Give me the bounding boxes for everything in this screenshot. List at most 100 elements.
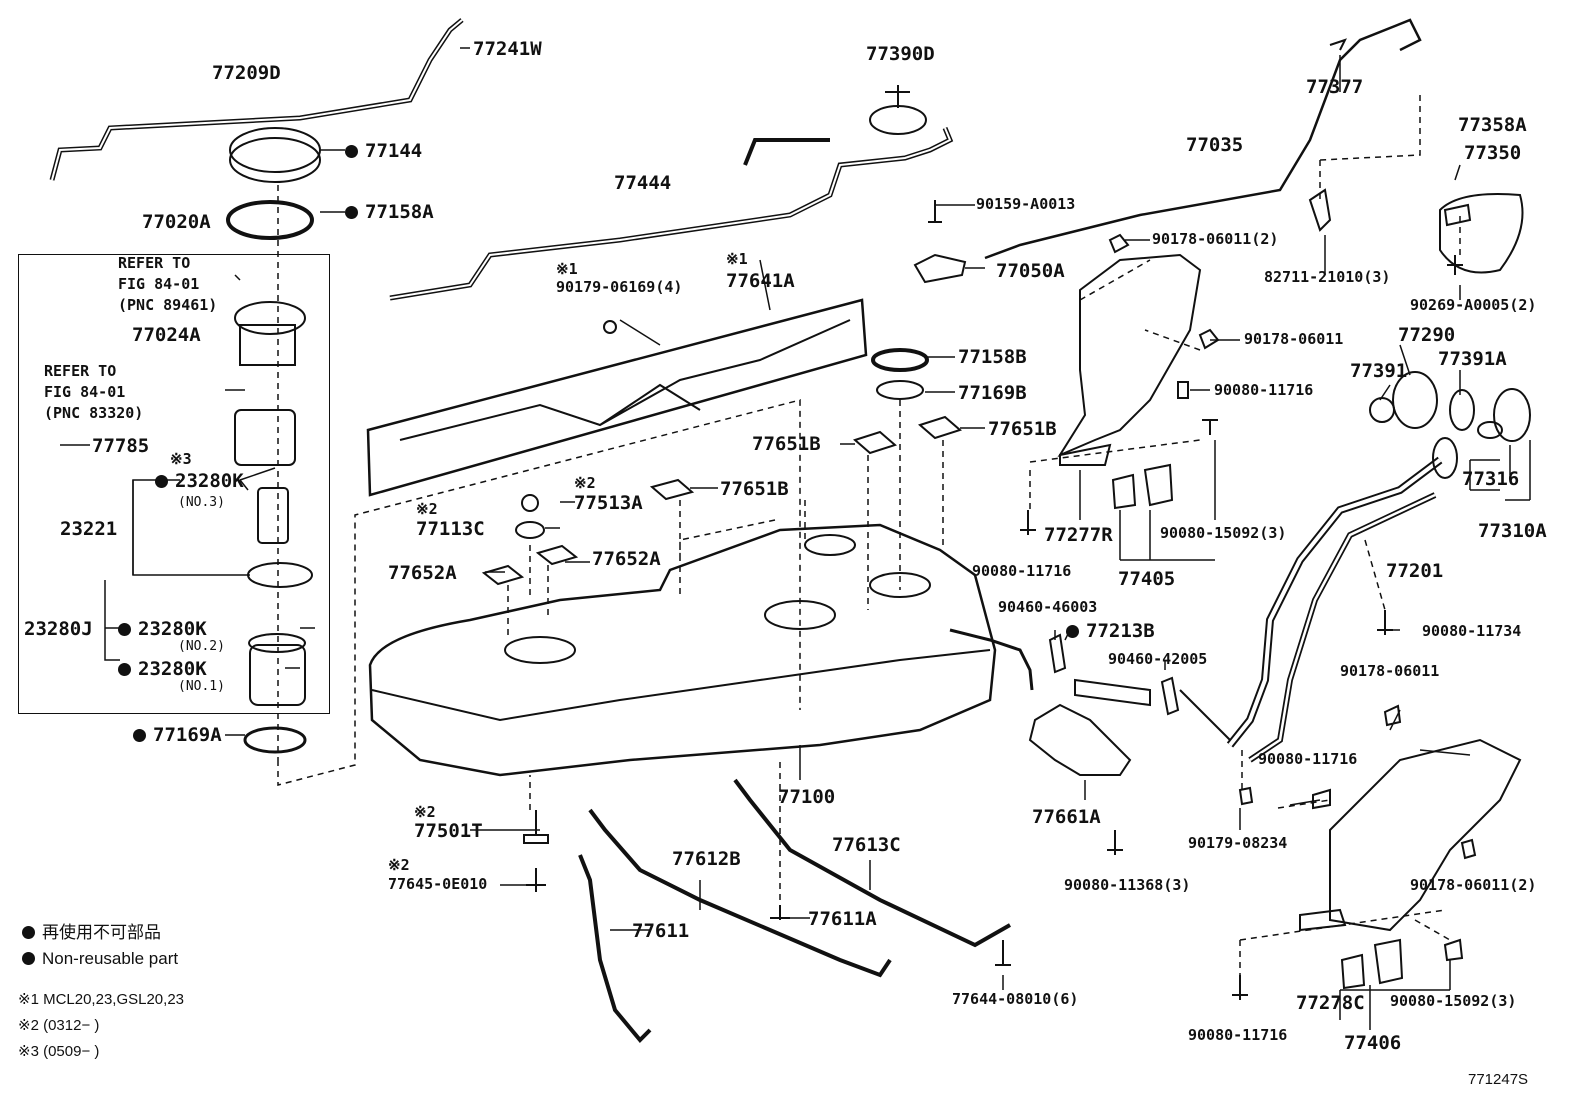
non-reusable-dot-icon <box>118 623 131 636</box>
label-77613C: 77613C <box>832 834 901 856</box>
non-reusable-dot-icon <box>1066 625 1079 638</box>
fuel-lid-icon <box>1439 193 1524 274</box>
legend-note2: ※2 (0312− ) <box>18 1017 100 1034</box>
label-82711: 82711-21010(3) <box>1264 268 1391 286</box>
note-no3: (NO.3) <box>178 495 225 510</box>
label-77310A: 77310A <box>1478 520 1547 542</box>
label-90080-11734: 90080-11734 <box>1422 622 1522 640</box>
refer2-line2: FIG 84-01 <box>44 383 126 401</box>
label-77390D: 77390D <box>866 43 935 65</box>
note-no1: (NO.1) <box>178 679 225 694</box>
fuel-tube-77444 <box>389 127 954 301</box>
label-77405: 77405 <box>1118 568 1176 590</box>
non-reusable-dot-icon <box>345 145 358 158</box>
opener-bracket-icon <box>913 253 967 284</box>
refer1-line1: REFER TO <box>118 254 191 272</box>
breather-hose-icon <box>949 628 1034 691</box>
non-reusable-dot-icon <box>118 663 131 676</box>
gasket-77169A-icon <box>243 726 307 754</box>
label-90179-08234: 90179-08234 <box>1188 834 1288 852</box>
legend-jp: 再使用不可部品 <box>22 924 161 941</box>
label-77612B: 77612B <box>672 848 741 870</box>
mark-3: ※3 <box>170 450 192 468</box>
strap-77611 <box>578 854 652 1043</box>
pad-icon <box>853 430 897 455</box>
strap-77613C <box>733 778 1011 948</box>
label-77144: 77144 <box>345 142 422 161</box>
non-reusable-dot-icon <box>133 729 146 742</box>
label-77290: 77290 <box>1398 324 1456 346</box>
label-77358A: 77358A <box>1458 114 1527 136</box>
label-77158B: 77158B <box>958 346 1027 368</box>
label-77035: 77035 <box>1186 134 1244 156</box>
sender-gauge-icon <box>869 105 927 135</box>
mark-2a: ※2 <box>574 474 596 492</box>
label-77350: 77350 <box>1464 142 1522 164</box>
label-77391A: 77391A <box>1438 348 1507 370</box>
shield-77661A-icon <box>1028 703 1132 776</box>
label-90460-42005: 90460-42005 <box>1108 650 1208 668</box>
mark-2b: ※2 <box>416 500 438 518</box>
label-90178-06011-a: 90178-06011 <box>1244 330 1344 348</box>
label-90080-11716-a: 90080-11716 <box>1214 381 1314 399</box>
label-77652A-b: 77652A <box>388 562 457 584</box>
label-77644: 77644-08010(6) <box>952 990 1079 1008</box>
label-77645: 77645-0E010 <box>388 875 488 893</box>
label-23280K-no2: 23280K <box>118 620 207 639</box>
legend-dot-icon <box>22 926 35 939</box>
label-77444: 77444 <box>614 172 672 194</box>
legend-note1: ※1 MCL20,23,GSL20,23 <box>18 991 185 1008</box>
label-90460-46003: 90460-46003 <box>998 598 1098 616</box>
refer2-line3: (PNC 83320) <box>44 404 144 422</box>
label-90080-11368: 90080-11368(3) <box>1064 876 1191 894</box>
fuel-pump-icon <box>257 487 289 544</box>
label-77651B-b: 77651B <box>752 433 821 455</box>
lock-ring-icon <box>229 137 321 183</box>
label-90080-11716-b: 90080-11716 <box>972 562 1072 580</box>
pump-flange-icon <box>234 301 306 335</box>
mark-1b: ※1 <box>726 250 748 268</box>
opener-cable-77035 <box>984 18 1422 260</box>
label-77113C: 77113C <box>416 518 485 540</box>
fuel-cap-icon <box>1493 388 1531 442</box>
label-77158A: 77158A <box>345 203 434 222</box>
non-reusable-dot-icon <box>345 206 358 219</box>
mark-1a: ※1 <box>556 260 578 278</box>
label-77652A-a: 77652A <box>592 548 661 570</box>
label-77661A: 77661A <box>1032 806 1101 828</box>
fuel-filter-icon <box>234 409 296 466</box>
label-77277R: 77277R <box>1044 524 1113 546</box>
legend-en: Non-reusable part <box>22 950 178 967</box>
label-77391: 77391 <box>1350 360 1408 382</box>
label-90080-15092-b: 90080-15092(3) <box>1390 992 1517 1010</box>
splash-shield-icon <box>1057 253 1202 458</box>
label-77316: 77316 <box>1462 468 1520 490</box>
label-77513A: 77513A <box>574 492 643 514</box>
label-77100: 77100 <box>778 786 836 808</box>
label-90080-11716-d: 90080-11716 <box>1188 1026 1288 1044</box>
label-23280J: 23280J <box>24 618 93 640</box>
protector-plate-77641A <box>366 298 868 497</box>
refer2-line1: REFER TO <box>44 362 117 380</box>
label-90178-06011-2a: 90178-06011(2) <box>1152 230 1279 248</box>
label-77024A: 77024A <box>132 324 201 346</box>
label-77501T: 77501T <box>414 820 483 842</box>
label-77641A: 77641A <box>726 270 795 292</box>
label-77406: 77406 <box>1344 1032 1402 1054</box>
label-90080-11716-c: 90080-11716 <box>1258 750 1358 768</box>
pump-assembly-frame <box>18 254 330 714</box>
fuel-tank-77100 <box>368 523 997 777</box>
label-77785: 77785 <box>92 435 150 457</box>
label-23280K-no3: 23280K <box>155 472 244 491</box>
label-77020A: 77020A <box>142 211 211 233</box>
gasket-77158B-icon <box>871 348 929 372</box>
mark-2d: ※2 <box>388 856 410 874</box>
label-23221: 23221 <box>60 518 118 540</box>
label-77169B: 77169B <box>958 382 1027 404</box>
note-no2: (NO.2) <box>178 639 225 654</box>
legend-dot-icon <box>22 952 35 965</box>
refer1-line2: FIG 84-01 <box>118 275 200 293</box>
label-77213B: 77213B <box>1066 622 1155 641</box>
